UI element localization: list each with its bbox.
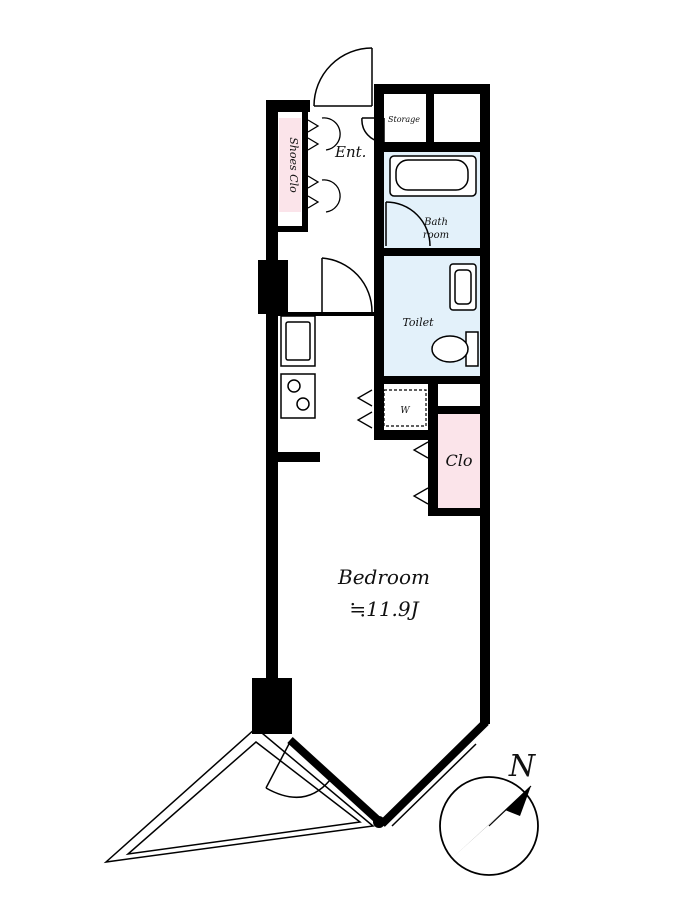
bathroom-door[interactable] xyxy=(385,201,431,247)
bedroom-size-label: ≒11.9J xyxy=(349,597,419,621)
washer-space xyxy=(383,389,427,427)
balcony xyxy=(103,727,375,864)
diagonal-wall xyxy=(379,719,489,827)
shoes-closet-doors[interactable] xyxy=(307,117,341,213)
washer-doors[interactable] xyxy=(356,389,373,429)
toilet-icon xyxy=(431,331,479,367)
walls xyxy=(252,84,490,734)
shoes-closet-area xyxy=(279,118,301,212)
hall-door[interactable] xyxy=(321,257,373,313)
storage-door[interactable] xyxy=(361,117,385,143)
bedroom-label: Bedroom xyxy=(337,565,430,589)
closet-label: Clo xyxy=(446,451,473,470)
toilet-sliding-door[interactable] xyxy=(377,262,383,374)
washer-label: W xyxy=(400,406,410,416)
balcony-inner xyxy=(125,741,362,856)
entrance-label: Ent. xyxy=(334,143,366,161)
shoes-closet-label: Shoes Clo xyxy=(287,137,300,193)
closet-area xyxy=(438,414,480,508)
kitchen-sink-icon xyxy=(280,315,316,367)
storage-label: Storage xyxy=(388,115,420,124)
balcony-door[interactable] xyxy=(265,741,331,799)
compass-north-label: N xyxy=(508,749,537,784)
stove-icon xyxy=(280,373,316,419)
bathroom-label-line2: room xyxy=(423,230,449,241)
balcony-wall xyxy=(287,737,383,825)
entrance-door[interactable] xyxy=(313,47,373,107)
bathtub-icon xyxy=(389,155,477,197)
bathroom-label-line1: Bath xyxy=(423,217,448,228)
toilet-label: Toilet xyxy=(402,316,434,329)
window-line xyxy=(391,743,477,827)
wall-corner xyxy=(373,816,385,828)
north-arrow-icon: N xyxy=(439,749,539,876)
wash-basin-icon xyxy=(449,263,477,311)
closet-doors[interactable] xyxy=(412,441,429,505)
